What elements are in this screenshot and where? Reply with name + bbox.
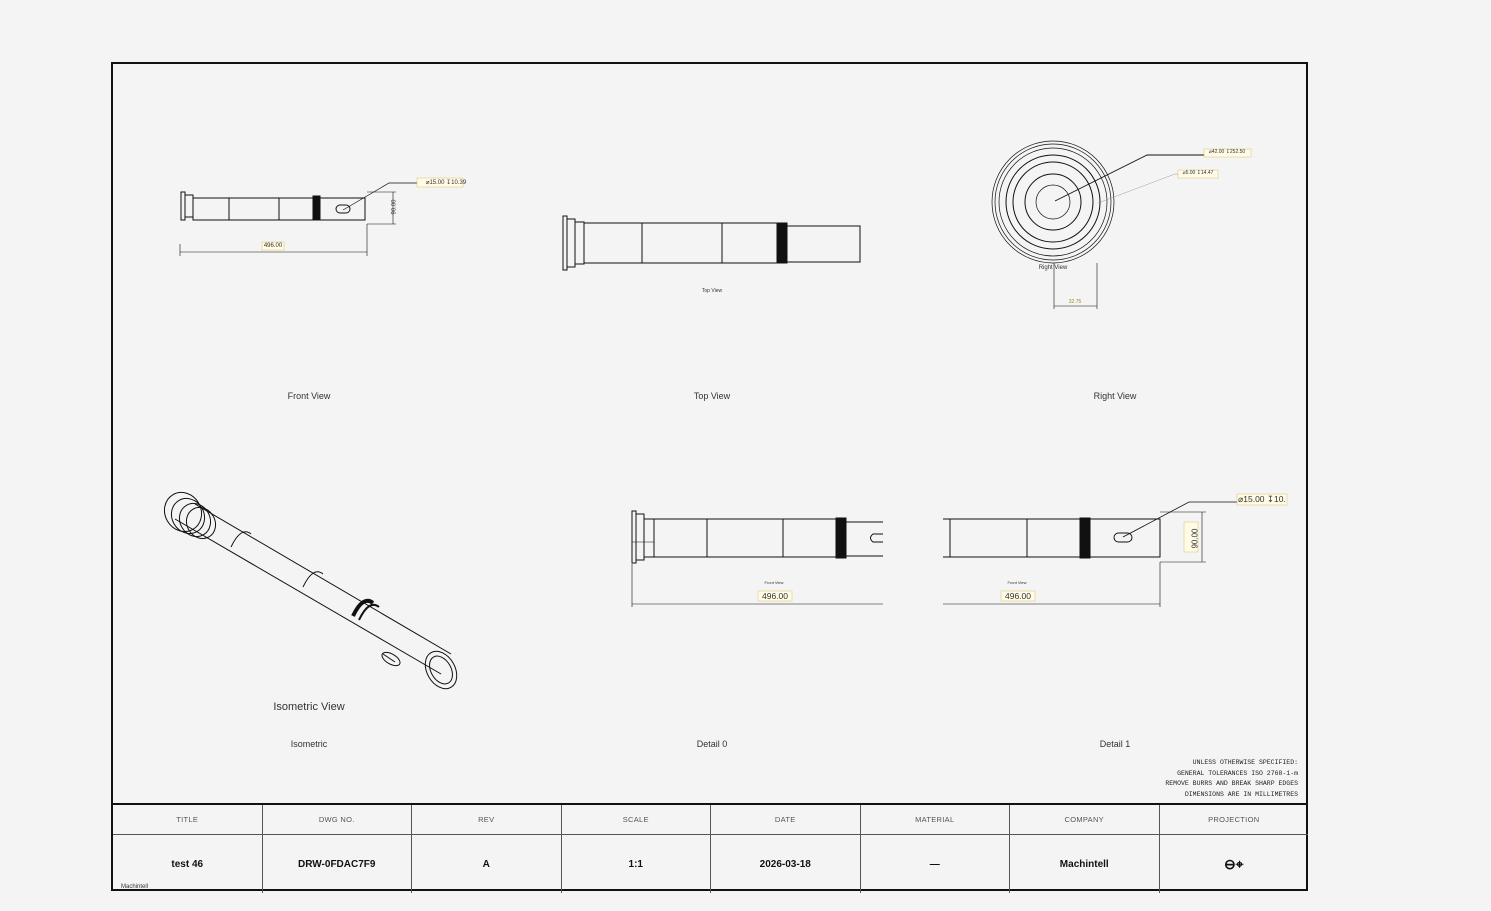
detail0-shaft: [631, 510, 883, 607]
scale-header: SCALE: [561, 805, 710, 835]
dwg-cell: DWG NO. DRW-0FDAC7F9: [262, 805, 412, 893]
front-view-shaft: [179, 177, 464, 256]
iso-view-label: Isometric: [290, 739, 328, 749]
title-block: TITLE test 46 Machintell DWG NO. DRW-0FD…: [113, 803, 1308, 893]
title-value: test 46: [171, 858, 204, 870]
drawing-sheet: ⌀15.00 ↧10.39 496.00 90.00 ⌀42.00 ↧252.5…: [111, 62, 1308, 893]
isometric-shaft: [163, 491, 458, 690]
detail1-len-dim: 496.00: [1005, 591, 1031, 601]
detail0-inner-label: Front View: [764, 580, 784, 585]
material-header: MATERIAL: [860, 805, 1009, 835]
detail1-dia-dim: ⌀15.00 ↧10.: [1238, 494, 1286, 504]
detail0-label: Detail 0: [696, 739, 728, 749]
right-view-label: Right View: [1093, 391, 1137, 401]
top-inner-label: Top View: [701, 288, 723, 294]
title-header: TITLE: [113, 805, 262, 835]
rev-header: REV: [412, 805, 561, 835]
detail1-shaft: [943, 493, 1288, 607]
top-view-label: Top View: [693, 391, 731, 401]
scale-cell: SCALE 1:1: [561, 805, 711, 893]
front-view-label: Front View: [287, 391, 331, 401]
right-inner-label: Right View: [1038, 265, 1068, 271]
title-cell: TITLE test 46 Machintell: [113, 805, 263, 893]
right-inner-dim: ⌀5.00 ↧14.47: [1182, 170, 1214, 176]
right-view-circles: [991, 140, 1252, 309]
rev-cell: REV A: [412, 805, 562, 893]
front-height-dim: 90.00: [391, 199, 398, 215]
right-width-dim: 32.75: [1068, 299, 1082, 305]
projection-icon: ⊖⌖: [1223, 855, 1244, 872]
date-header: DATE: [711, 805, 860, 835]
note-line: UNLESS OTHERWISE SPECIFIED:: [1192, 759, 1298, 766]
date-value: 2026-03-18: [759, 858, 811, 870]
company-value: Machintell: [1059, 858, 1109, 870]
projection-cell: PROJECTION ⊖⌖: [1159, 805, 1308, 893]
note-line: GENERAL TOLERANCES ISO 2768-1-m: [1177, 769, 1298, 777]
right-outer-dim: ⌀42.00 ↧252.50: [1208, 149, 1246, 155]
front-dia-dim: ⌀15.00 ↧10.39: [425, 180, 467, 186]
company-cell: COMPANY Machintell: [1010, 805, 1160, 893]
company-small: Machintell: [121, 884, 149, 890]
material-cell: MATERIAL —: [860, 805, 1010, 893]
general-notes: UNLESS OTHERWISE SPECIFIED: GENERAL TOLE…: [1165, 758, 1298, 800]
front-len-dim: 496.00: [263, 243, 283, 249]
top-view-shaft: [562, 215, 861, 271]
date-cell: DATE 2026-03-18: [711, 805, 861, 893]
detail1-label: Detail 1: [1099, 739, 1131, 749]
iso-inner-label: Isometric View: [273, 701, 345, 713]
projection-header: PROJECTION: [1159, 805, 1308, 835]
detail0-len-dim: 496.00: [762, 591, 788, 601]
scale-value: 1:1: [628, 858, 643, 870]
rev-value: A: [482, 858, 490, 870]
detail1-inner-label: Front View: [1007, 580, 1027, 585]
company-header: COMPANY: [1010, 805, 1159, 835]
dwg-value: DRW-0FDAC7F9: [298, 858, 376, 870]
detail1-height-dim: 90.00: [1190, 528, 1200, 549]
drawing-views: [163, 140, 1288, 690]
material-value: —: [929, 858, 940, 870]
note-line: REMOVE BURRS AND BREAK SHARP EDGES: [1165, 780, 1298, 787]
dwg-header: DWG NO.: [262, 805, 411, 835]
note-line: DIMENSIONS ARE IN MILLIMETRES: [1184, 790, 1298, 798]
